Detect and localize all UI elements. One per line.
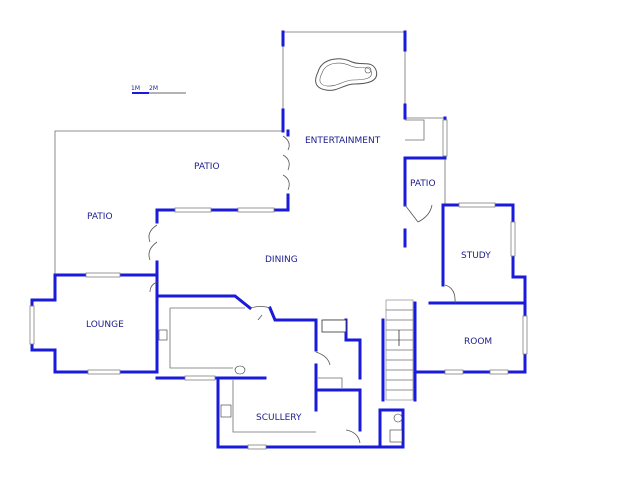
room-label-scullery: SCULLERY [256,413,302,423]
walls [30,30,527,449]
room-labels: ENTERTAINMENT PATIO PATIO PATIO DINING S… [86,136,492,423]
room-label-room: ROOM [464,337,492,347]
room-label-lounge: LOUNGE [86,320,124,330]
pool [315,58,378,91]
room-label-entertainment: ENTERTAINMENT [305,136,381,146]
room-label-patio-right: PATIO [410,179,436,189]
doors [148,135,456,444]
scale-label-1m: 1M [131,85,140,92]
fixtures [158,319,403,443]
room-label-patio-left: PATIO [87,212,113,222]
room-label-dining: DINING [265,255,298,265]
scale-bar: 1M 2M [131,85,186,94]
staircase [385,299,414,401]
room-label-study: STUDY [461,251,491,261]
scale-label-2m: 2M [149,85,158,92]
windows [29,119,528,450]
room-label-patio-top: PATIO [194,162,220,172]
